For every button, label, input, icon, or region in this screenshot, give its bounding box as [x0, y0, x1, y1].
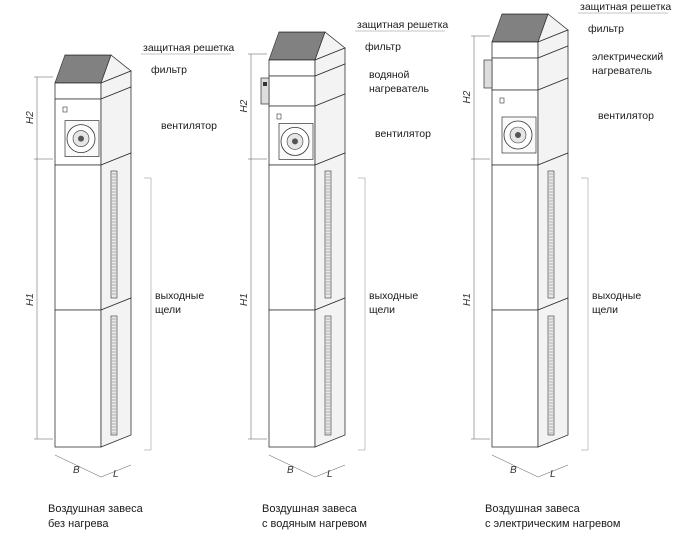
electric-heater-section [483, 45, 569, 91]
label-slots-1: выходные [369, 290, 418, 302]
component-labels: защитная решетка фильтр вентилятор выходные… [141, 42, 234, 316]
label-slots-1: выходные [155, 290, 204, 302]
label-heater-1: водяной [369, 69, 410, 81]
outlet-slot-2 [110, 315, 118, 436]
label-grille: защитная решетка [580, 1, 671, 13]
outlet-slot-1 [324, 170, 332, 299]
label-grille: защитная решетка [357, 19, 448, 31]
dim-h2: H2 [25, 111, 36, 124]
label-fan: вентилятор [598, 110, 654, 122]
dim-b: B [510, 465, 517, 476]
label-filter: фильтр [365, 41, 401, 53]
dim-l: L [113, 469, 119, 480]
label-slots-2: щели [592, 304, 618, 316]
outlet-slot-1 [110, 170, 118, 299]
fan-section [491, 77, 569, 166]
outlet-column [268, 152, 346, 448]
label-heater-1: электрический [592, 51, 663, 63]
outlet-column [491, 152, 569, 448]
unit-caption: Воздушная завеса без нагрева [48, 503, 144, 530]
dim-h1: H1 [239, 293, 250, 306]
label-grille: защитная решетка [143, 42, 234, 54]
dim-h2: H2 [239, 99, 250, 112]
label-heater-2: нагреватель [369, 83, 430, 95]
label-slots-2: щели [369, 304, 395, 316]
filter-section [54, 70, 132, 100]
dim-h1: H1 [25, 293, 36, 306]
component-labels: защитная решетка фильтр водяной нагреватель… [355, 19, 448, 316]
outlet-slot-2 [547, 315, 555, 436]
protective-grille [54, 54, 132, 84]
outlet-slot-2 [324, 315, 332, 436]
label-slots-2: щели [155, 304, 181, 316]
caption-line2: с водяным нагревом [262, 518, 367, 530]
caption-line1: Воздушная завеса [48, 503, 144, 515]
outlet-slot-1 [547, 170, 555, 299]
caption-line1: Воздушная завеса [485, 503, 581, 515]
dim-b: B [287, 465, 294, 476]
caption-line2: с электрическим нагревом [485, 518, 620, 530]
component-labels: защитная решетка фильтр электрический нагре… [578, 1, 671, 316]
label-filter: фильтр [151, 64, 187, 76]
caption-line2: без нагрева [48, 518, 109, 530]
dim-l: L [327, 469, 333, 480]
outlet-column [54, 152, 132, 448]
unit-caption: Воздушная завеса с водяным нагревом [262, 503, 367, 530]
label-fan: вентилятор [375, 128, 431, 140]
water-heater-section [260, 63, 346, 107]
dim-h1: H1 [462, 293, 473, 306]
label-fan: вентилятор [161, 120, 217, 132]
unit-caption: Воздушная завеса с электрическим нагревом [485, 503, 620, 530]
label-slots-1: выходные [592, 290, 641, 302]
fan-section [54, 86, 132, 166]
dim-l: L [550, 469, 556, 480]
label-heater-2: нагреватель [592, 65, 653, 77]
dim-h2: H2 [462, 90, 473, 103]
caption-line1: Воздушная завеса [262, 503, 358, 515]
protective-grille [491, 13, 569, 43]
label-filter: фильтр [588, 23, 624, 35]
dim-b: B [73, 465, 80, 476]
